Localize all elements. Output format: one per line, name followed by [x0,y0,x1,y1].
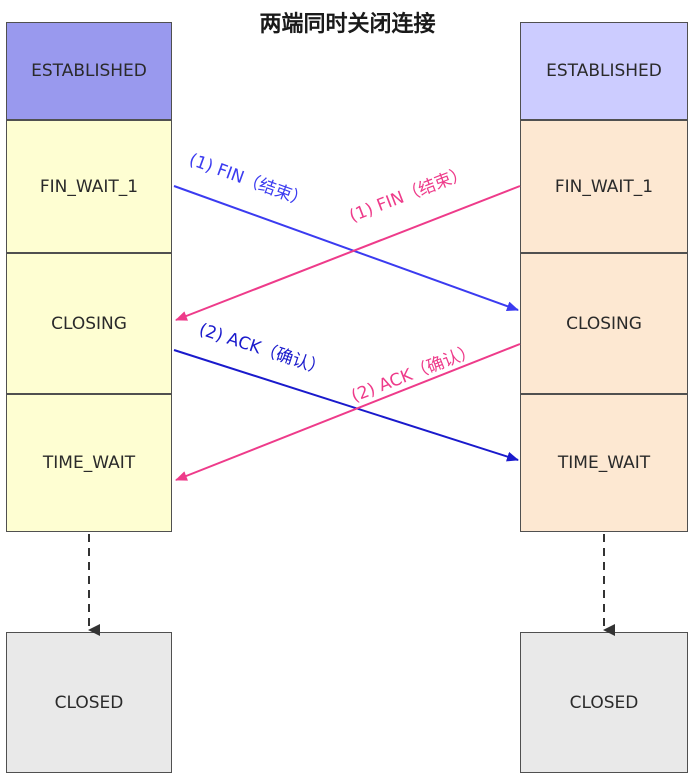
fin-label-left: (1) FIN（结束） [186,150,310,212]
left-state-closing: CLOSING [6,253,172,394]
state-label: CLOSING [51,313,127,334]
left-state-time-wait: TIME_WAIT [6,394,172,532]
right-state-closing: CLOSING [520,253,688,394]
state-label: TIME_WAIT [42,453,136,473]
state-label: FIN_WAIT_1 [554,176,654,197]
state-label: CLOSED [54,692,124,713]
state-label: ESTABLISHED [31,61,147,81]
fin-arrow-left-to-right [173,185,519,311]
fin-label-right: (1) FIN（结束） [347,163,471,226]
diagram-title: 两端同时关闭连接 [259,12,436,37]
ack-arrow-left-to-right [173,349,519,462]
left-state-fin-wait-1: FIN_WAIT_1 [6,120,172,253]
ack-label-right: (2) ACK（确认） [349,341,479,407]
state-label: CLOSING [566,313,642,334]
state-label: TIME_WAIT [557,453,651,473]
ack-arrow-right-to-left [175,343,521,481]
state-label: CLOSED [569,692,639,713]
right-state-time-wait: TIME_WAIT [520,394,688,532]
ack-label-left: (2) ACK（确认） [196,320,328,380]
state-label: FIN_WAIT_1 [39,176,139,197]
right-state-established: ESTABLISHED [520,22,688,120]
state-label: ESTABLISHED [546,61,662,81]
fin-arrow-right-to-left [175,185,521,321]
left-state-established: ESTABLISHED [6,22,172,120]
left-state-closed: CLOSED [6,632,172,773]
right-state-fin-wait-1: FIN_WAIT_1 [520,120,688,253]
